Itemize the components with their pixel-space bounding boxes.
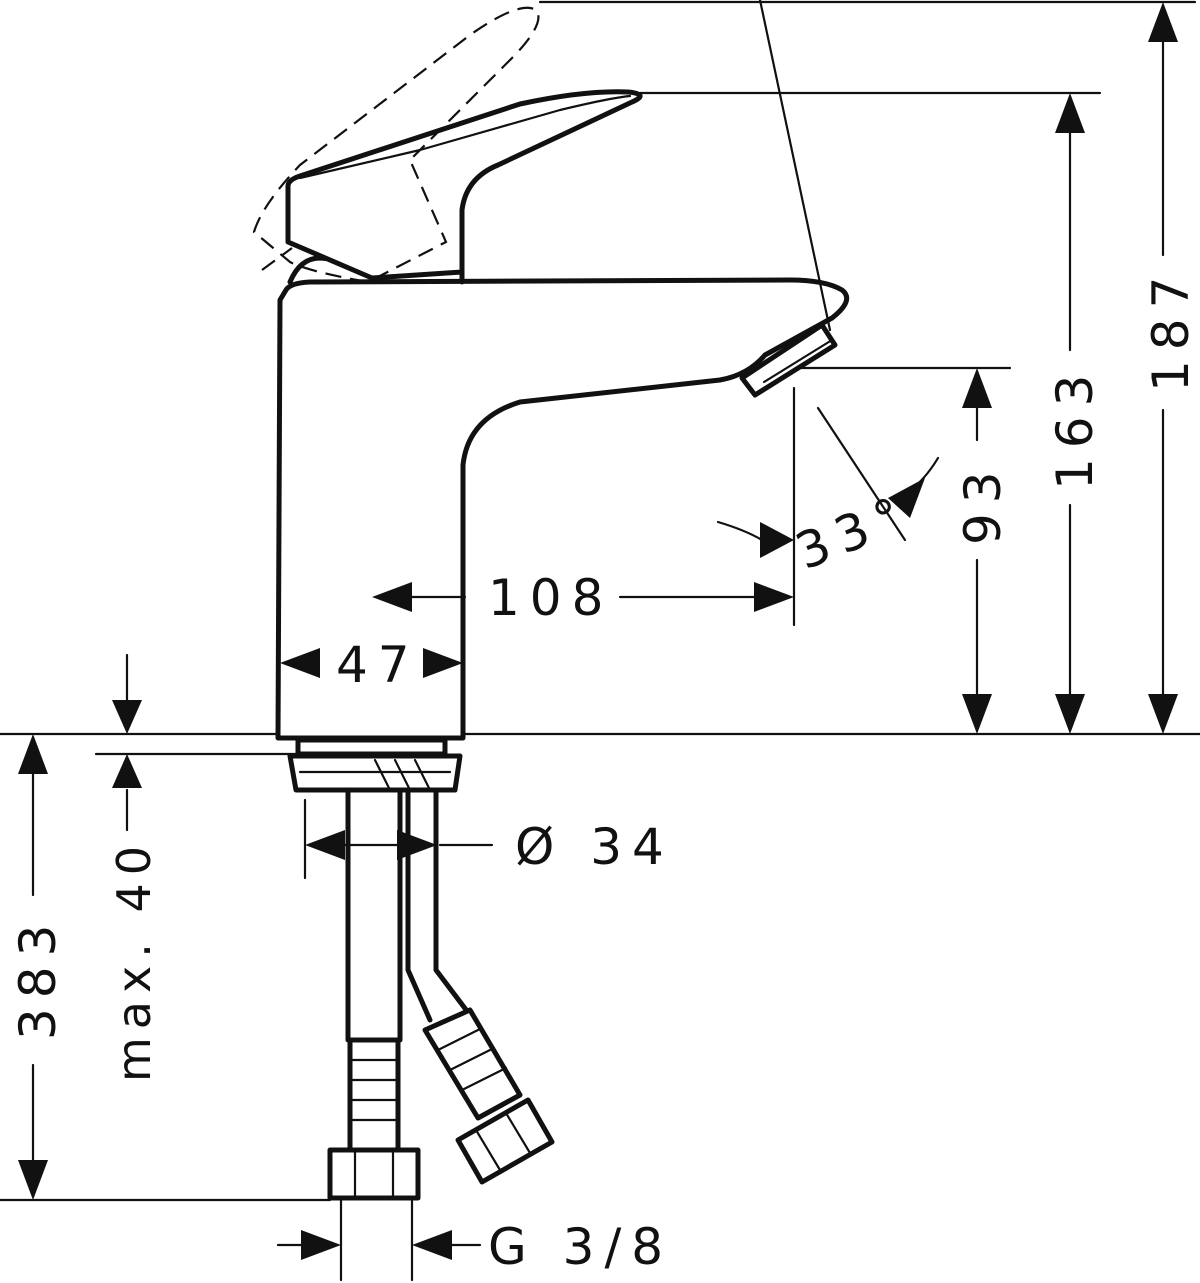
- lever-handle-raised-outline: [252, 6, 540, 284]
- dimension-187: 187: [1142, 2, 1200, 734]
- faucet-body: [275, 0, 850, 741]
- dimension-163: 163: [1046, 93, 1104, 734]
- label-g-3-8: G 3/8: [488, 1218, 673, 1276]
- label-diameter-34: Ø 34: [515, 818, 674, 876]
- label-33-degrees: 33°: [788, 483, 920, 581]
- lever-handle: [285, 89, 643, 281]
- label-47: 47: [336, 636, 420, 694]
- dimension-max-40: max. 40: [107, 653, 161, 1082]
- label-108: 108: [488, 569, 613, 627]
- dimension-383: 383: [9, 734, 67, 1200]
- label-383: 383: [9, 915, 67, 1040]
- supply-hoses: [327, 787, 555, 1201]
- label-163: 163: [1046, 365, 1104, 490]
- dimension-g-3-8: G 3/8: [276, 1218, 673, 1276]
- dimension-47: 47: [280, 636, 463, 694]
- dimension-diameter-34: Ø 34: [305, 818, 674, 876]
- dimension-93: 93: [954, 368, 1012, 734]
- label-93: 93: [954, 461, 1012, 545]
- dimension-108: 108: [372, 569, 794, 627]
- label-187: 187: [1142, 267, 1200, 392]
- mounting-nut: [287, 737, 463, 793]
- dimension-33-degrees: 33°: [716, 406, 940, 581]
- label-max-40: max. 40: [107, 838, 161, 1082]
